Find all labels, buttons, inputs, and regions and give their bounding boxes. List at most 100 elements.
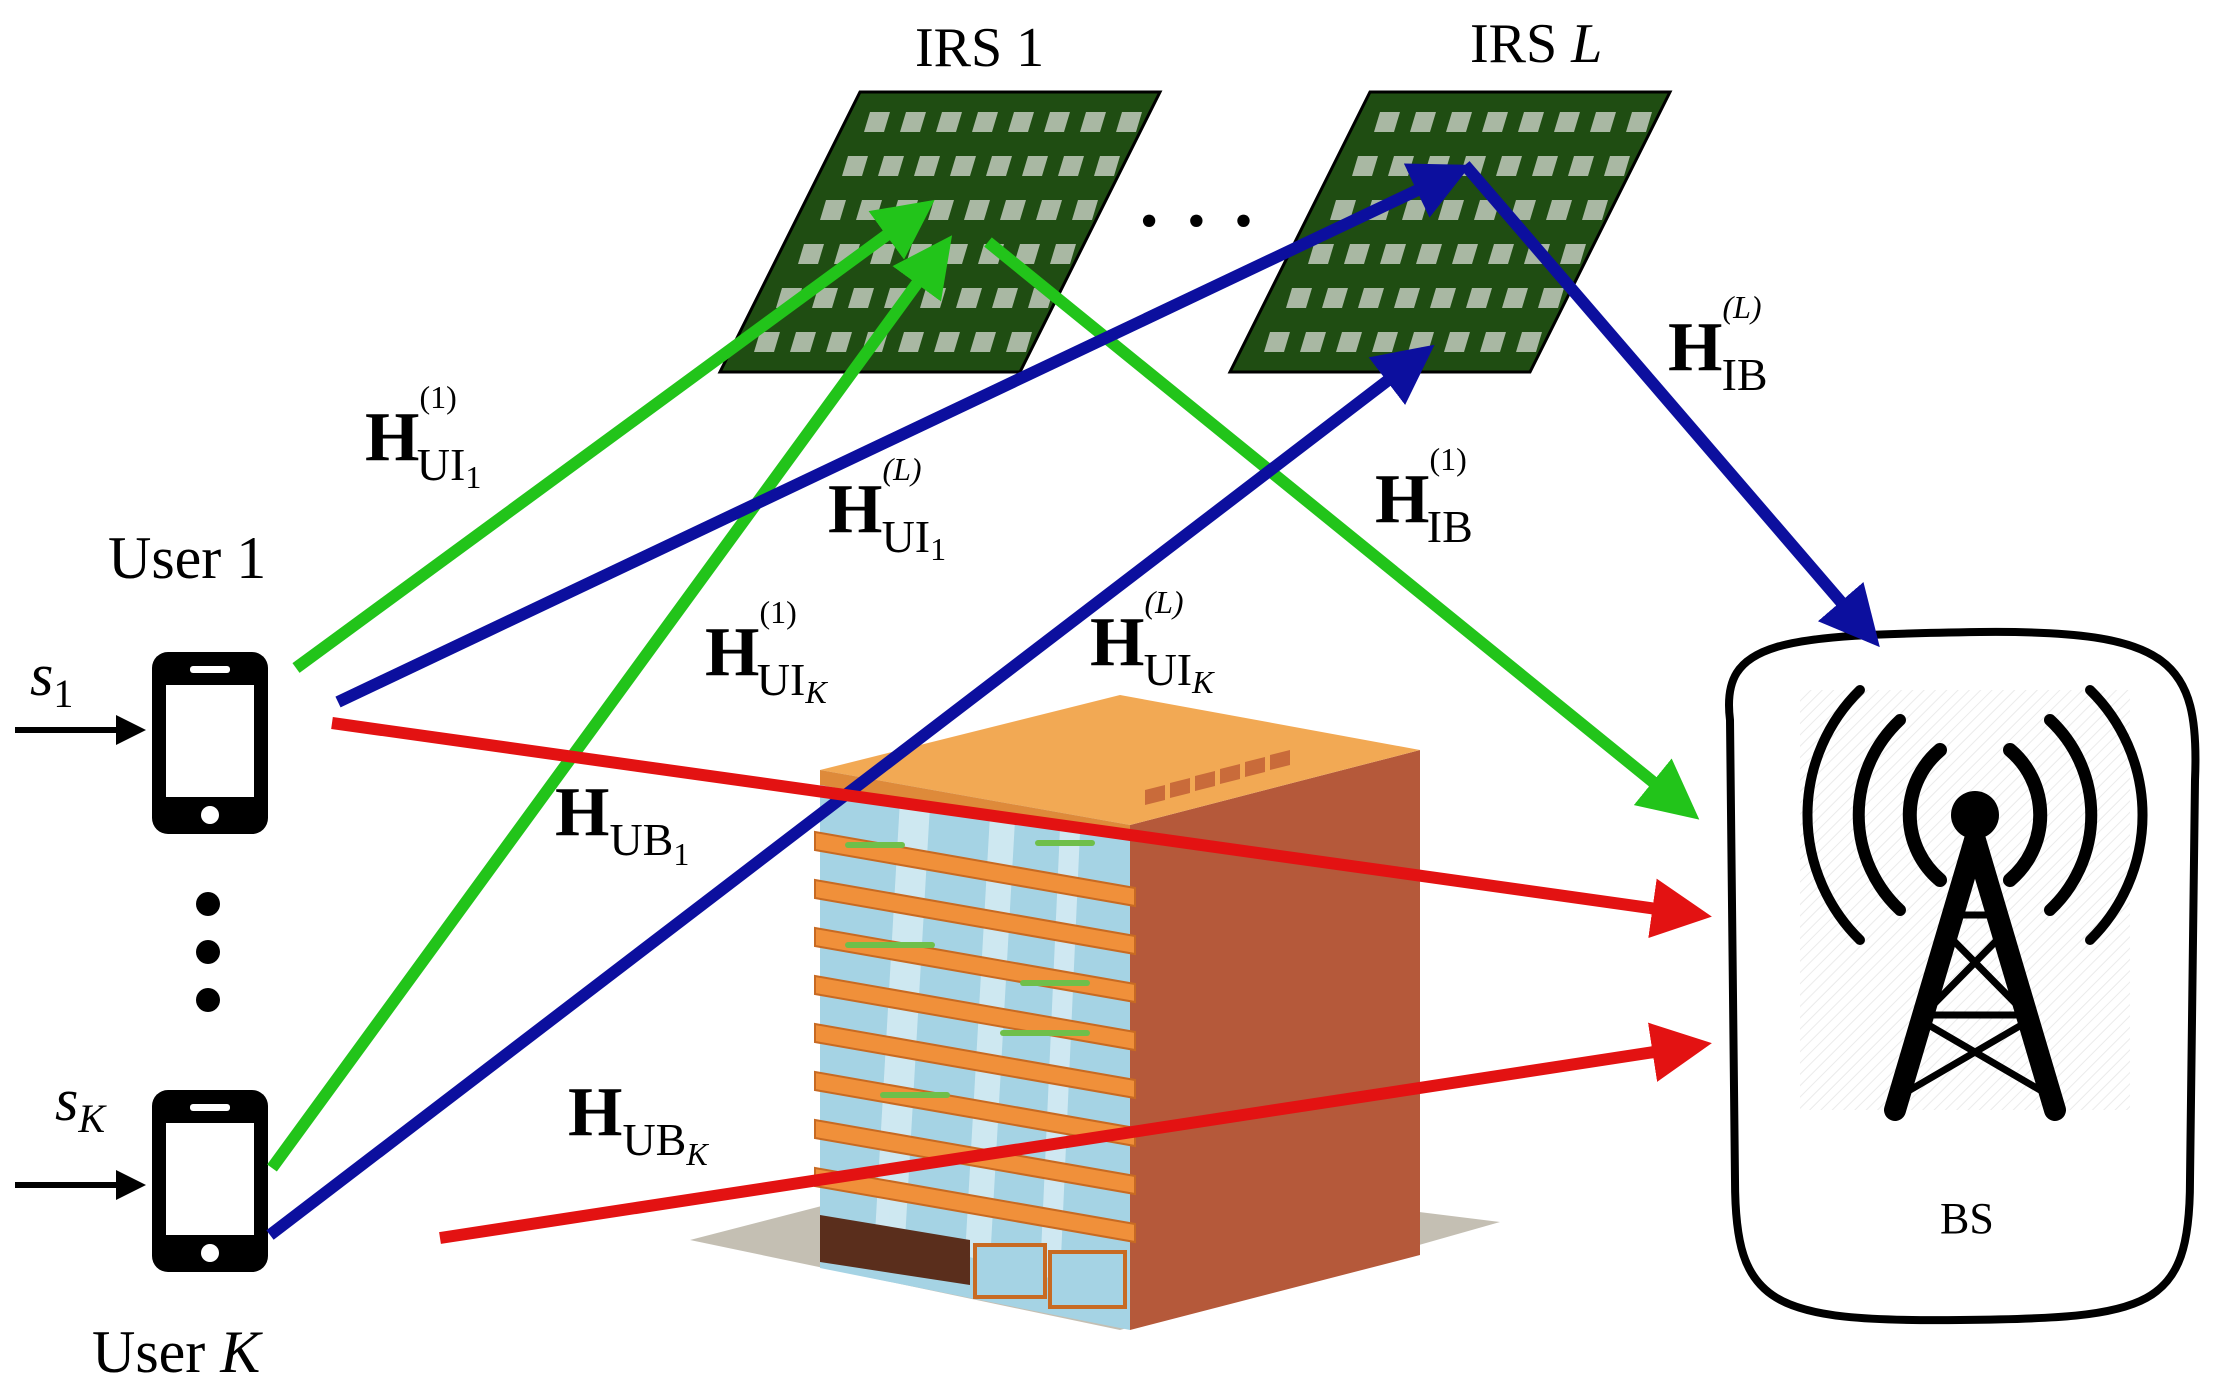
irs-L-element-tile (1582, 200, 1608, 220)
label-H-UI1-irsL: H(L)UI1 (828, 451, 946, 567)
irs-1-element-tile (950, 156, 976, 176)
irs-L-element-tile (1352, 156, 1378, 176)
irs-L-element-tile (1538, 288, 1564, 308)
irs-L-element-tile (1452, 244, 1478, 264)
arrow-userK-irs1 (267, 235, 953, 1172)
irs-L-element-tile (1264, 332, 1290, 352)
irs-L-element-tile (1308, 244, 1334, 264)
irs-1-element-tile (1058, 156, 1084, 176)
irs-L-element-tile (1482, 112, 1508, 132)
irs-L-element-tile (1496, 156, 1522, 176)
irs-1-element-tile (848, 288, 874, 308)
user-ellipsis (196, 892, 220, 1012)
irs-L-element-tile (1532, 156, 1558, 176)
irs-1-element-tile (972, 112, 998, 132)
irs-L-element-tile (1430, 288, 1456, 308)
irs-L-element-tile (1510, 200, 1536, 220)
irs-L-element-tile (1568, 156, 1594, 176)
irs-1-panel (717, 90, 1163, 374)
irs-1-element-tile (820, 200, 846, 220)
irs-1-element-tile (754, 332, 780, 352)
irs-1-element-tile (934, 332, 960, 352)
irs-1-element-tile (1022, 156, 1048, 176)
irs-L-element-tile (1554, 112, 1580, 132)
irs-1-element-tile (986, 156, 1012, 176)
user-K-label: User K (92, 1319, 263, 1382)
irs-L-element-tile (1322, 288, 1348, 308)
irs-L-element-tile (1604, 156, 1630, 176)
irs-1-element-tile (900, 112, 926, 132)
arrow-user1-irs1 (292, 199, 935, 673)
channel-arrows (266, 161, 1880, 1244)
irs-L-panel (1227, 90, 1673, 374)
irs-1-element-tile (964, 200, 990, 220)
label-H-UBK: HUBK (568, 1074, 709, 1172)
irs-1-element-tile (992, 288, 1018, 308)
irs-1-element-tile (1014, 244, 1040, 264)
user-1-phone (152, 652, 268, 834)
irs-L-element-tile (1466, 288, 1492, 308)
irs-1-element-tile (878, 156, 904, 176)
irs-L-element-tile (1502, 288, 1528, 308)
irs-L-element-tile (1330, 200, 1356, 220)
label-H-UB1: HUB1 (555, 774, 689, 872)
irs-1-element-tile (864, 112, 890, 132)
irs-1-element-tile (898, 332, 924, 352)
irs-L-element-tile (1516, 332, 1542, 352)
irs-1-element-tile (970, 332, 996, 352)
irs-1-element-tile (956, 288, 982, 308)
irs-L-element-tile (1560, 244, 1586, 264)
irs-L-element-tile (1300, 332, 1326, 352)
irs-L-element-tile (1380, 244, 1406, 264)
irs-L-element-tile (1488, 244, 1514, 264)
irs-1-element-tile (812, 288, 838, 308)
irs-1-element-tile (826, 332, 852, 352)
arrow-user1-bs (331, 717, 1712, 939)
irs-1-element-tile (914, 156, 940, 176)
irs-1-element-tile (1008, 112, 1034, 132)
irs-1-element-tile (790, 332, 816, 352)
sK-label: sK (55, 1067, 107, 1141)
irs-1-element-tile (936, 112, 962, 132)
irs-L-element-tile (1546, 200, 1572, 220)
user-1-label: User 1 (108, 525, 266, 591)
irs-L-element-tile (1518, 112, 1544, 132)
irs-1-element-tile (1050, 244, 1076, 264)
s1-label: s1 (30, 642, 73, 716)
cell-tower-icon (1802, 685, 2148, 1121)
irs-L-element-tile (1336, 332, 1362, 352)
irs-1-element-tile (1116, 112, 1142, 132)
irs-1-element-tile (1036, 200, 1062, 220)
label-H-UI1-irs1: H(1)UI1 (365, 379, 481, 495)
irs-1-element-tile (1094, 156, 1120, 176)
base-station: BS (1725, 627, 2200, 1325)
irs-ellipsis: • • • (1140, 193, 1261, 250)
building-illustration (690, 695, 1500, 1330)
irs-L-element-tile (1444, 332, 1470, 352)
irs-L-element-tile (1590, 112, 1616, 132)
label-H-UIK-irs1: H(1)UIK (705, 594, 828, 710)
irs-1-element-tile (1080, 112, 1106, 132)
user-K-phone (152, 1090, 268, 1272)
irs-1-element-tile (1044, 112, 1070, 132)
label-H-IB-irsL: H(L)IB (1668, 289, 1768, 400)
arrow-userK-bs (439, 1022, 1712, 1244)
irs-1-element-tile (798, 244, 824, 264)
irs-1-element-tile (1072, 200, 1098, 220)
irs-L-element-tile (1358, 288, 1384, 308)
irs-L-element-tile (1446, 112, 1472, 132)
irs-L-element-tile (1410, 112, 1436, 132)
arrow-irsL-bs (1460, 161, 1880, 648)
label-H-IB-irs1: H(1)IB (1375, 441, 1473, 552)
bs-label: BS (1940, 1194, 1994, 1243)
irs-1-element-tile (1006, 332, 1032, 352)
irs-L-element-tile (1416, 244, 1442, 264)
irs-1-element-tile (842, 156, 868, 176)
irs-L-element-tile (1344, 244, 1370, 264)
irs-L-element-tile (1480, 332, 1506, 352)
label-H-UIK-irsL: H(L)UIK (1090, 584, 1215, 700)
irs-L-element-tile (1286, 288, 1312, 308)
irs-L-title: IRS L (1470, 13, 1602, 75)
irs-L-element-tile (1394, 288, 1420, 308)
